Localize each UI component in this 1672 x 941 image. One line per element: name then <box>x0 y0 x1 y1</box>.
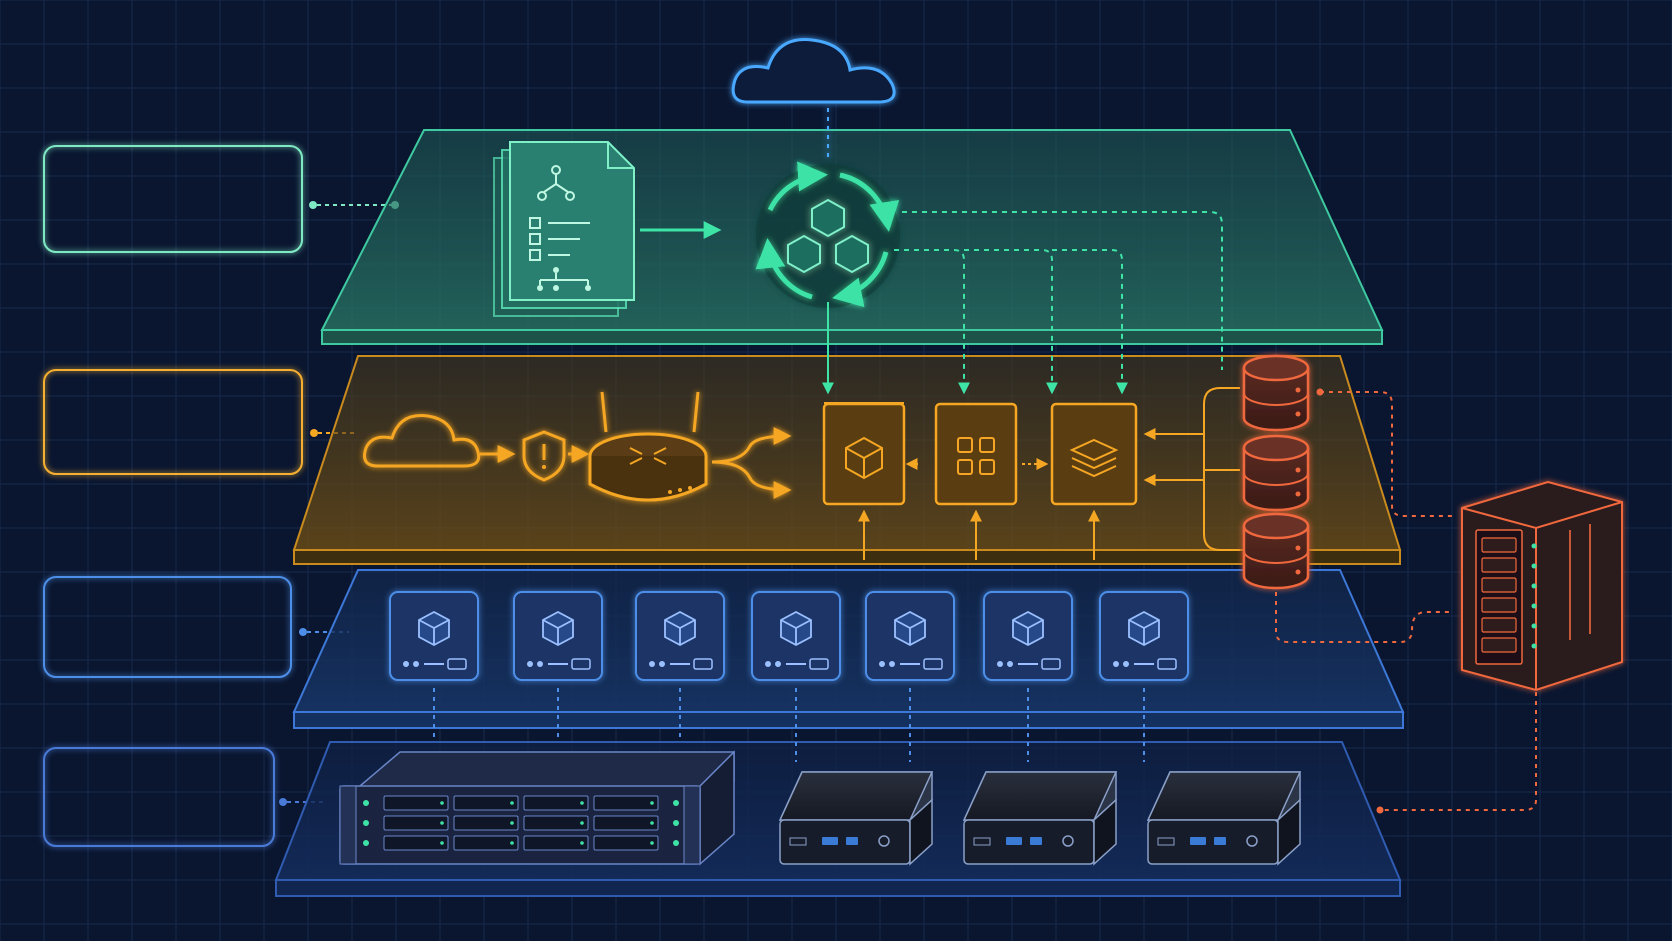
status-led <box>1531 543 1537 549</box>
vm-icon <box>865 591 955 681</box>
orchestration-cycle-icon <box>755 161 900 308</box>
orchestration-to-network-links <box>822 211 1223 395</box>
document-stack-icon <box>493 141 722 317</box>
status-led <box>1531 583 1537 589</box>
status-led <box>1531 603 1537 609</box>
vm-icon <box>983 591 1073 681</box>
status-led <box>363 820 369 826</box>
status-led <box>440 841 444 845</box>
layers-node-icon <box>1050 402 1138 506</box>
status-led <box>363 800 369 806</box>
status-led <box>510 821 514 825</box>
drive-bay <box>383 815 449 831</box>
rack-drive-bays <box>363 795 679 851</box>
drive-bay <box>593 815 659 831</box>
drive-bay <box>453 815 519 831</box>
router-icon <box>588 391 792 502</box>
status-led <box>580 821 584 825</box>
vm-icon <box>635 591 725 681</box>
status-led <box>673 840 679 846</box>
status-led <box>440 801 444 805</box>
tower-drive-bays <box>1481 537 1537 653</box>
database-group <box>1242 354 1310 590</box>
shield-icon <box>522 430 590 482</box>
drive-bay <box>383 835 449 851</box>
drive-bay <box>1481 557 1517 573</box>
status-led <box>650 821 654 825</box>
status-led <box>580 841 584 845</box>
drive-bay <box>1481 597 1517 613</box>
status-led <box>673 800 679 806</box>
drive-bay <box>1481 537 1517 553</box>
mini-pc-icon <box>962 771 1118 866</box>
drive-bay <box>523 835 589 851</box>
drive-bay <box>523 795 589 811</box>
vm-row <box>389 591 1189 681</box>
rack-server-icon <box>339 750 735 866</box>
status-led <box>673 820 679 826</box>
mini-pc-icon <box>1146 771 1302 866</box>
cloud-icon <box>731 38 896 160</box>
grid-node-icon <box>934 402 1018 506</box>
database-icon <box>1242 434 1310 512</box>
drive-bay <box>1481 617 1517 633</box>
vm-icon <box>1099 591 1189 681</box>
mini-pc-icon <box>778 771 934 866</box>
drive-bay <box>453 795 519 811</box>
cloud-icon <box>363 413 516 468</box>
status-led <box>510 801 514 805</box>
vm-icon <box>513 591 603 681</box>
drive-bay <box>523 815 589 831</box>
mini-pc-group <box>778 771 1302 866</box>
vm-icon <box>751 591 841 681</box>
storage-links <box>1275 388 1537 814</box>
vm-to-hardware-links <box>433 688 1145 762</box>
status-led <box>510 841 514 845</box>
status-led <box>650 841 654 845</box>
status-led <box>1531 563 1537 569</box>
drive-bay <box>593 835 659 851</box>
service-links <box>858 387 1240 560</box>
tower-server-icon <box>1461 480 1623 692</box>
drive-bay <box>1481 577 1517 593</box>
drive-bay <box>593 795 659 811</box>
status-led <box>363 840 369 846</box>
status-led <box>440 821 444 825</box>
database-icon <box>1242 354 1310 432</box>
drive-bay <box>1481 637 1517 653</box>
drive-bay <box>383 795 449 811</box>
status-led <box>1531 643 1537 649</box>
status-led <box>580 801 584 805</box>
status-led <box>1531 623 1537 629</box>
vm-icon <box>389 591 479 681</box>
status-led <box>650 801 654 805</box>
database-icon <box>1242 512 1310 590</box>
drive-bay <box>453 835 519 851</box>
container-node-icon <box>822 402 906 506</box>
